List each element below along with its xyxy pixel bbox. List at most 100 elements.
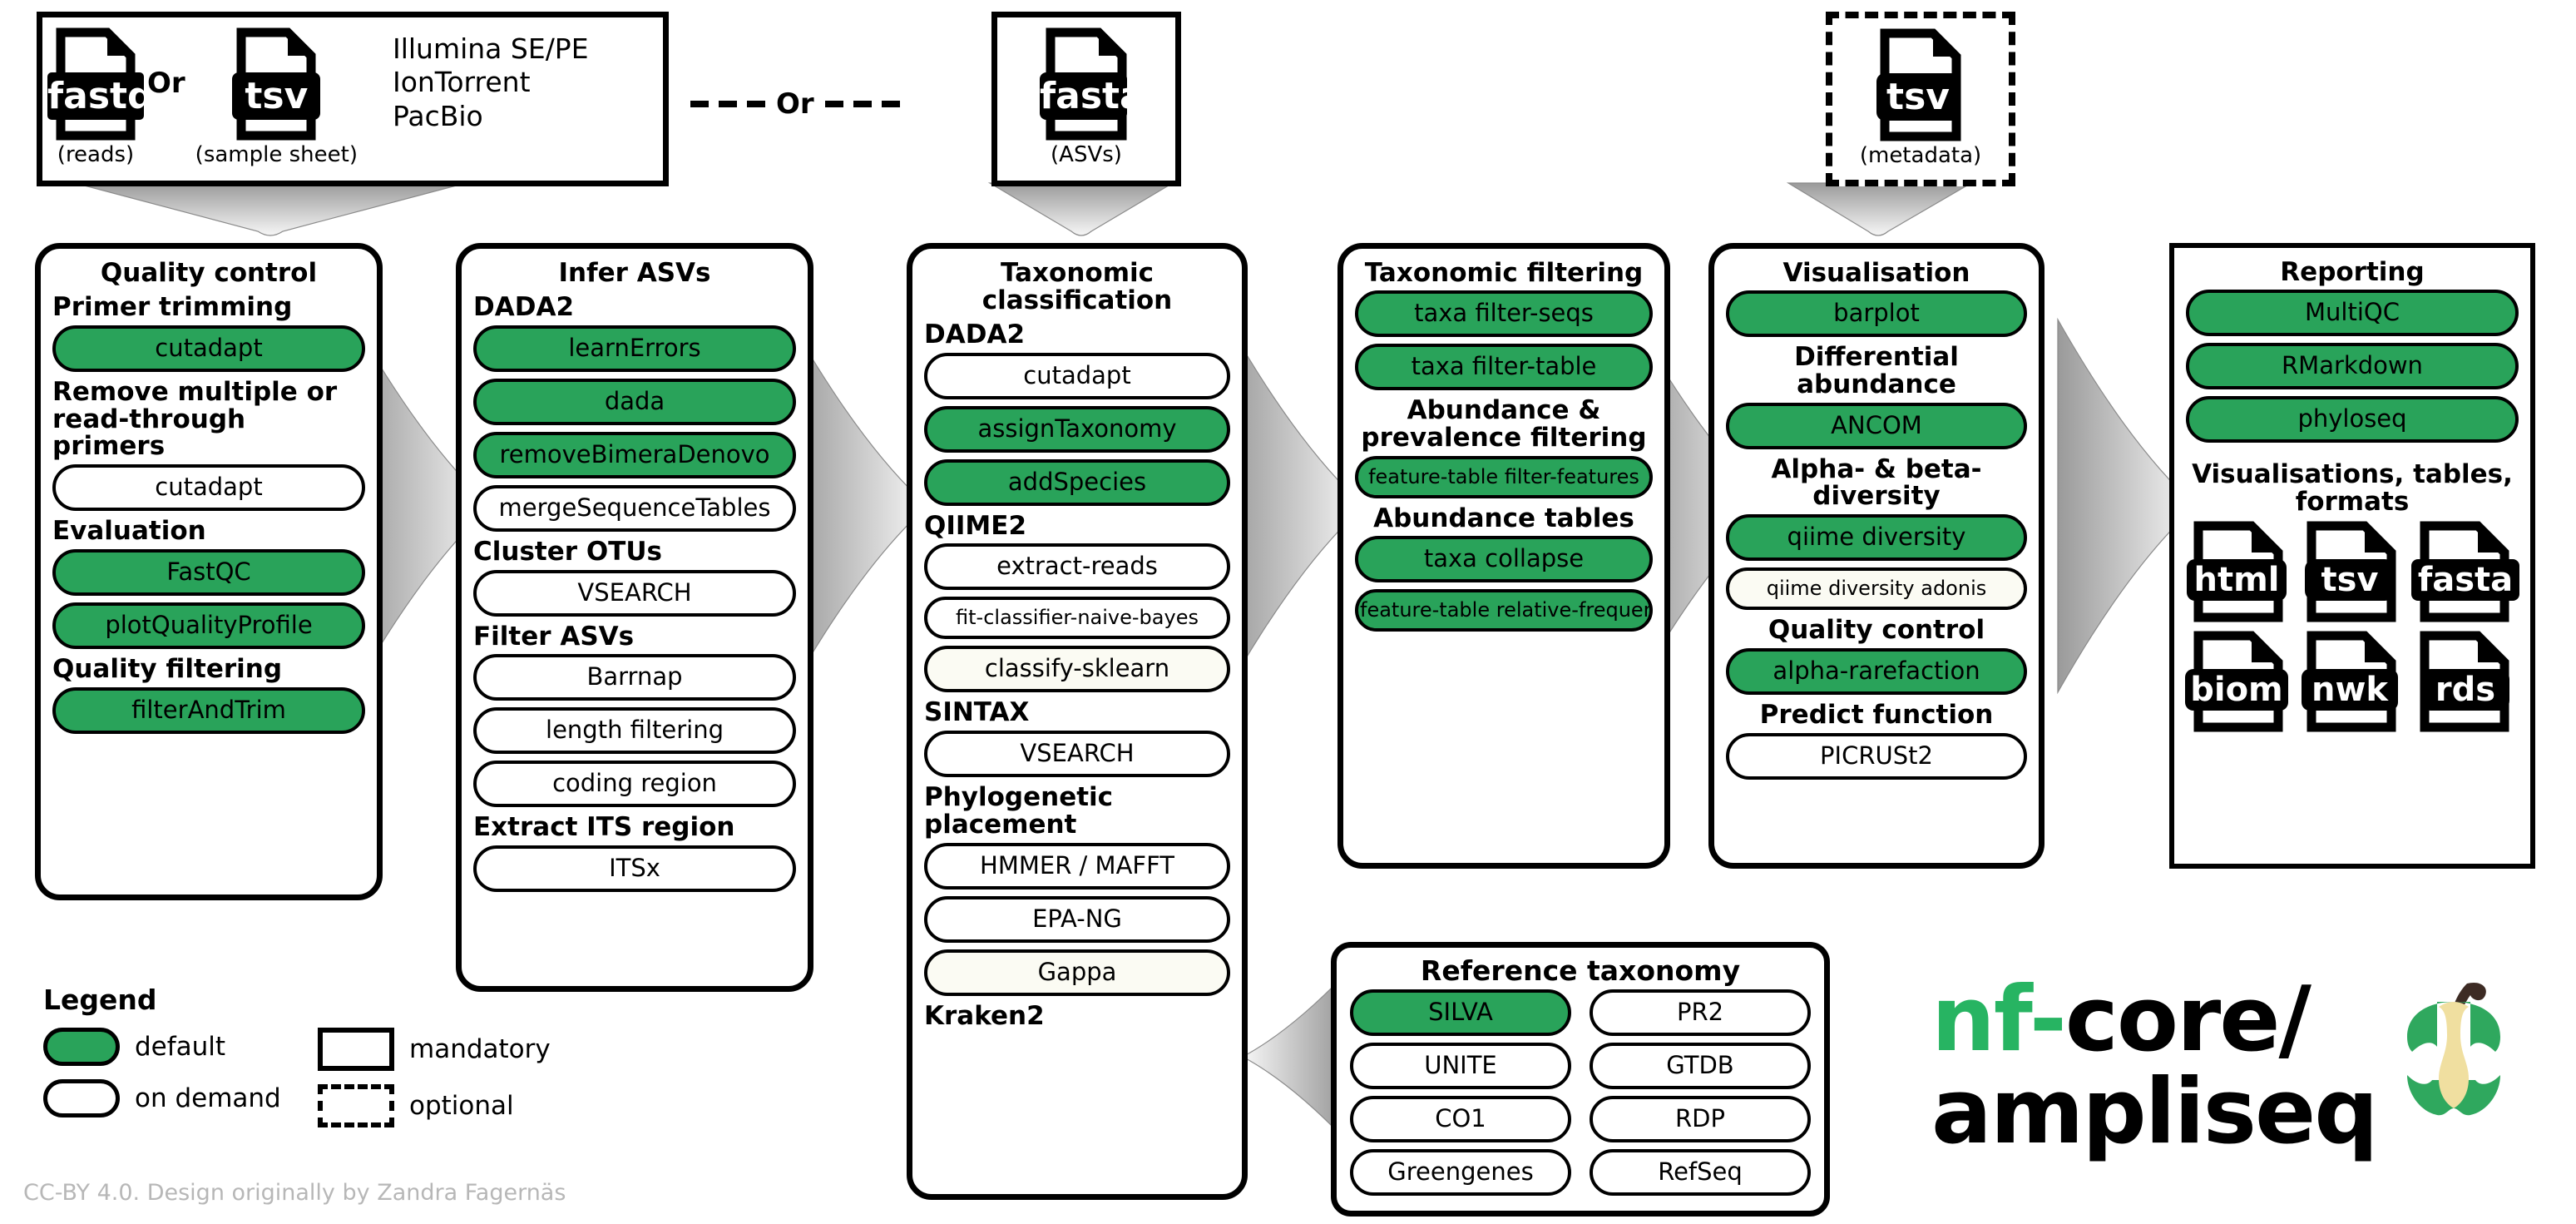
tool-pill-vsearch-sintax[interactable]: VSEARCH bbox=[924, 731, 1230, 778]
tool-pill-filterandtrim[interactable]: filterAndTrim bbox=[52, 687, 365, 735]
legend-swatch-mandatory bbox=[318, 1028, 394, 1071]
tool-pill-taxa-filter-table[interactable]: taxa filter-table bbox=[1355, 343, 1653, 390]
reference-taxonomy-box: Reference taxonomy SILVA PR2 UNITE GTDB … bbox=[1331, 942, 1830, 1217]
column-title: Taxonomic classification bbox=[981, 258, 1173, 315]
column-infer-asvs: Infer ASVs DADA2 learnErrors dada remove… bbox=[456, 243, 813, 992]
legend-row-default: default bbox=[43, 1028, 318, 1066]
column-title: Quality control bbox=[100, 258, 318, 288]
tool-pill-hmmer-mafft[interactable]: HMMER / MAFFT bbox=[924, 843, 1230, 890]
metadata-file-caption: (metadata) bbox=[1859, 143, 1982, 168]
legend-label-optional: optional bbox=[409, 1091, 514, 1121]
tool-pill-itsx[interactable]: ITSx bbox=[473, 845, 796, 893]
tool-pill-taxa-collapse[interactable]: taxa collapse bbox=[1355, 536, 1653, 583]
column-title: Taxonomic filtering bbox=[1364, 258, 1644, 288]
reference-db-rdp[interactable]: RDP bbox=[1590, 1095, 1811, 1142]
metadata-tsv-ext-label: tsv bbox=[1876, 73, 1960, 121]
tool-pill-gappa[interactable]: Gappa bbox=[924, 949, 1230, 997]
fasta-file-caption: (ASVs) bbox=[1051, 142, 1122, 167]
tool-pill-vsearch-cluster[interactable]: VSEARCH bbox=[473, 569, 796, 617]
tool-pill-cutadapt-tax[interactable]: cutadapt bbox=[924, 352, 1230, 399]
tool-pill-learnerrors[interactable]: learnErrors bbox=[473, 325, 796, 372]
legend-title: Legend bbox=[43, 984, 157, 1016]
platform-item-iontorrent: IonTorrent bbox=[392, 66, 531, 99]
output-format-biom: biom bbox=[2185, 631, 2288, 732]
tool-pill-assigntaxonomy[interactable]: assignTaxonomy bbox=[924, 405, 1230, 453]
reference-db-silva[interactable]: SILVA bbox=[1350, 989, 1571, 1036]
tool-pill-plotqualityprofile[interactable]: plotQualityProfile bbox=[52, 602, 365, 650]
legend-swatch-on-demand bbox=[43, 1079, 120, 1117]
tool-pill-taxa-filter-seqs[interactable]: taxa filter-seqs bbox=[1355, 290, 1653, 337]
fasta-file-ext-label: fasta bbox=[1040, 72, 1145, 120]
footer-credit: CC-BY 4.0. Design originally by Zandra F… bbox=[23, 1180, 566, 1206]
tool-pill-addspecies[interactable]: addSpecies bbox=[924, 458, 1230, 506]
group-heading-kraken2: Kraken2 bbox=[924, 1001, 1045, 1032]
output-format-nwk: nwk bbox=[2302, 631, 2401, 732]
legend-row-on-demand: on demand bbox=[43, 1079, 318, 1117]
tool-pill-multiqc[interactable]: MultiQC bbox=[2186, 289, 2519, 336]
logo-line-nf-core: nf-core/ bbox=[1931, 975, 2377, 1065]
fastq-file-ext-label: fastq bbox=[47, 72, 154, 120]
file-group-fastq: fastq (reads) bbox=[47, 27, 154, 167]
output-format-grid: html tsv fasta bbox=[2185, 521, 2519, 732]
group-heading-dada2: DADA2 bbox=[473, 291, 575, 322]
tool-pill-coding-region[interactable]: coding region bbox=[473, 761, 796, 808]
input-or-label: Or bbox=[147, 67, 185, 100]
reference-db-co1[interactable]: CO1 bbox=[1350, 1095, 1571, 1142]
group-heading-sintax: SINTAX bbox=[924, 697, 1030, 728]
tool-pill-barrnap[interactable]: Barrnap bbox=[473, 654, 796, 701]
tool-pill-mergesequencetables[interactable]: mergeSequenceTables bbox=[473, 484, 796, 532]
tool-pill-ancom[interactable]: ANCOM bbox=[1726, 402, 2027, 449]
tool-pill-cutadapt-ondemand[interactable]: cutadapt bbox=[52, 464, 365, 512]
samplesheet-file-caption: (sample sheet) bbox=[195, 142, 358, 167]
dash-group-left bbox=[690, 101, 765, 107]
tool-pill-dada[interactable]: dada bbox=[473, 378, 796, 425]
column-reporting: Reporting MultiQC RMarkdown phyloseq Vis… bbox=[2169, 243, 2535, 869]
tool-pill-length-filtering[interactable]: length filtering bbox=[473, 707, 796, 755]
fastq-file-caption: (reads) bbox=[57, 142, 135, 167]
tool-pill-feature-table-relative-frequency[interactable]: feature-table relative-frequency bbox=[1355, 589, 1653, 632]
tool-pill-cutadapt[interactable]: cutadapt bbox=[52, 325, 365, 372]
tsv-file-ext-label: tsv bbox=[232, 72, 321, 120]
tool-pill-qiime-diversity-adonis[interactable]: qiime diversity adonis bbox=[1726, 567, 2027, 611]
tool-pill-fit-classifier-naive-bayes[interactable]: fit-classifier-naive-bayes bbox=[924, 597, 1230, 640]
input-or-separator: Or bbox=[690, 87, 900, 121]
tool-pill-alpha-rarefaction[interactable]: alpha-rarefaction bbox=[1726, 648, 2027, 696]
tool-pill-removebimeradenovo[interactable]: removeBimeraDenovo bbox=[473, 431, 796, 478]
legend-label-default: default bbox=[135, 1032, 226, 1062]
output-format-rds-label: rds bbox=[2421, 668, 2509, 711]
funnel-connector-metadata-input bbox=[1786, 182, 1974, 236]
or-separator-label: Or bbox=[776, 87, 814, 121]
tool-pill-feature-table-filter-features[interactable]: feature-table filter-features bbox=[1355, 455, 1653, 498]
column-quality-control: Quality control Primer trimming cutadapt… bbox=[35, 243, 383, 900]
funnel-connector-input-to-qc bbox=[74, 182, 467, 236]
legend-swatch-default bbox=[43, 1028, 120, 1066]
tool-pill-extract-reads[interactable]: extract-reads bbox=[924, 543, 1230, 591]
column-title: Visualisation bbox=[1782, 258, 1970, 288]
output-format-html: html bbox=[2187, 521, 2288, 622]
reference-db-unite[interactable]: UNITE bbox=[1350, 1042, 1571, 1089]
legend-row-optional: optional bbox=[318, 1084, 617, 1127]
tsv-file-icon: tsv bbox=[232, 27, 321, 141]
group-heading-extract-its: Extract ITS region bbox=[473, 812, 735, 843]
tool-pill-picrust2[interactable]: PICRUSt2 bbox=[1726, 733, 2027, 780]
tool-pill-phyloseq[interactable]: phyloseq bbox=[2186, 395, 2519, 443]
output-format-tsv-label: tsv bbox=[2305, 558, 2395, 601]
reference-db-greengenes[interactable]: Greengenes bbox=[1350, 1148, 1571, 1196]
tool-pill-classify-sklearn[interactable]: classify-sklearn bbox=[924, 646, 1230, 693]
tool-pill-rmarkdown[interactable]: RMarkdown bbox=[2186, 342, 2519, 389]
reference-db-refseq[interactable]: RefSeq bbox=[1590, 1148, 1811, 1196]
tool-pill-qiime-diversity[interactable]: qiime diversity bbox=[1726, 514, 2027, 562]
output-format-fasta: fasta bbox=[2411, 521, 2519, 622]
group-heading-abundance-prevalence-filtering: Abundance & prevalence filtering bbox=[1361, 394, 1647, 453]
group-heading-filter-asvs: Filter ASVs bbox=[473, 621, 635, 652]
reference-db-gtdb[interactable]: GTDB bbox=[1590, 1042, 1811, 1089]
group-heading-predict-function: Predict function bbox=[1759, 700, 1994, 731]
output-format-html-label: html bbox=[2187, 558, 2287, 601]
group-heading-quality-filtering: Quality filtering bbox=[52, 654, 283, 685]
apple-core-icon bbox=[2387, 977, 2520, 1126]
tool-pill-fastqc[interactable]: FastQC bbox=[52, 549, 365, 597]
tool-pill-epa-ng[interactable]: EPA-NG bbox=[924, 896, 1230, 944]
tool-pill-barplot[interactable]: barplot bbox=[1726, 290, 2027, 337]
platform-item-pacbio: PacBio bbox=[392, 99, 483, 132]
reference-db-pr2[interactable]: PR2 bbox=[1590, 989, 1811, 1036]
